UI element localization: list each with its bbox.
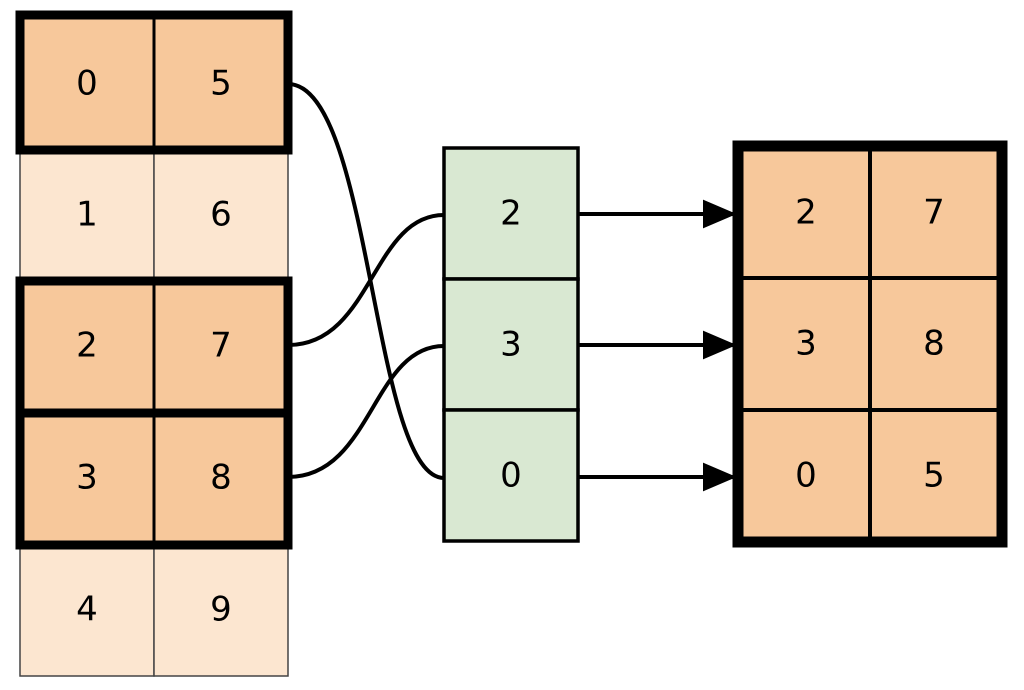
- source-array: 1 6 4 9 0 5 2 7: [15, 10, 293, 677]
- source-row-0[interactable]: 0 5: [15, 10, 293, 155]
- source-row-2[interactable]: 2 7: [15, 276, 293, 418]
- source-row-4[interactable]: 4 9: [19, 544, 289, 677]
- index-cell-1-value: 3: [500, 325, 522, 365]
- source-row-3[interactable]: 3 8: [15, 408, 293, 550]
- gather-links: [286, 82, 446, 480]
- source-cell-4-0: 4: [76, 590, 98, 630]
- source-cell-4-1: 9: [210, 590, 232, 630]
- result-row-0[interactable]: 2 7: [795, 193, 945, 233]
- gather-link-row2-to-index0: [286, 213, 446, 347]
- result-cell-2-0: 0: [795, 456, 817, 496]
- source-cell-2-1: 7: [210, 326, 232, 366]
- index-vector: 2 3 0: [442, 146, 580, 543]
- result-cell-2-1: 5: [923, 456, 945, 496]
- result-cell-0-0: 2: [795, 193, 817, 233]
- result-cell-1-0: 3: [795, 324, 817, 364]
- result-row-2[interactable]: 0 5: [795, 456, 945, 496]
- index-cell-0[interactable]: 2: [442, 146, 580, 281]
- index-cell-0-value: 2: [500, 194, 522, 234]
- result-row-1[interactable]: 3 8: [795, 324, 945, 364]
- result-array: 2 7 3 8 0 5: [732, 140, 1008, 548]
- source-cell-0-0: 0: [76, 64, 98, 104]
- source-cell-2-0: 2: [76, 326, 98, 366]
- gather-link-row3-to-index1: [286, 344, 446, 479]
- index-cell-2-value: 0: [500, 456, 522, 496]
- index-cell-2[interactable]: 0: [442, 408, 580, 543]
- output-arrows: [578, 199, 737, 492]
- index-cell-1[interactable]: 3: [442, 277, 580, 412]
- result-cell-0-1: 7: [923, 193, 945, 233]
- source-cell-3-1: 8: [210, 458, 232, 498]
- source-cell-1-0: 1: [76, 195, 98, 235]
- source-cell-1-1: 6: [210, 195, 232, 235]
- source-cell-3-0: 3: [76, 458, 98, 498]
- result-cell-1-1: 8: [923, 324, 945, 364]
- source-cell-0-1: 5: [210, 64, 232, 104]
- source-row-1[interactable]: 1 6: [19, 149, 289, 282]
